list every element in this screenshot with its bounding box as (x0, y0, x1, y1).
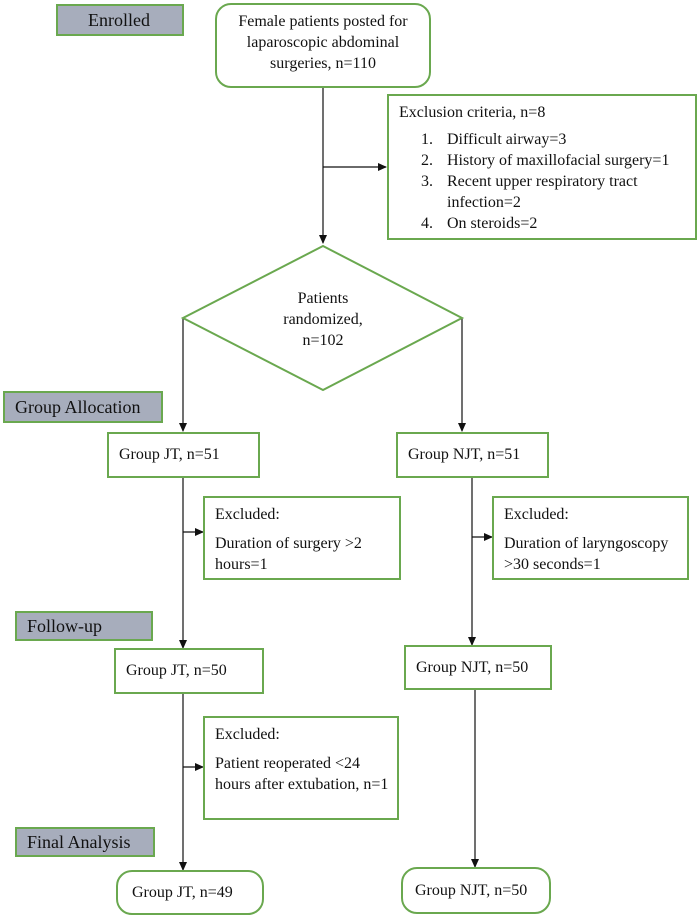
exclusion-item: 3. Recent upper respiratory tract infecti… (421, 171, 687, 213)
excluded-jt-1-title: Excluded: (215, 506, 280, 523)
stage-final-analysis: Final Analysis (15, 827, 155, 857)
exclusion-item-number: 3. (421, 173, 433, 190)
excluded-njt-1-title: Excluded: (504, 506, 569, 523)
randomized-label: Patients randomized, n=102 (263, 288, 383, 351)
group-jt-followup-box: Group JT, n=50 (114, 648, 264, 694)
excluded-jt-1-text: Duration of surgery >2 hours=1 (215, 535, 362, 573)
group-njt-allocation-box: Group NJT, n=51 (396, 432, 549, 478)
exclusion-item-number: 4. (421, 215, 433, 232)
exclusion-criteria-box: Exclusion criteria, n=8 1. Difficult airw… (387, 94, 697, 240)
group-njt-final-box: Group NJT, n=50 (401, 867, 551, 914)
stage-enrolled: Enrolled (56, 4, 184, 36)
randomized-line-3: n=102 (302, 332, 344, 349)
randomized-line-1: Patients (297, 290, 349, 307)
enrollment-line-3: surgeries, n=110 (270, 55, 376, 72)
enrollment-box: Female patients posted for laparoscopic … (215, 3, 431, 88)
exclusion-criteria-title: Exclusion criteria, n=8 (399, 104, 546, 121)
exclusion-criteria-list: 1. Difficult airway=3 2. History of maxill… (421, 129, 687, 234)
excluded-jt-box-2: Excluded: Patient reoperated <24 hours a… (203, 716, 399, 820)
enrollment-line-1: Female patients posted for (238, 13, 408, 30)
randomized-diamond (180, 244, 465, 392)
excluded-jt-2-title: Excluded: (215, 726, 280, 743)
exclusion-item: 1. Difficult airway=3 (421, 129, 687, 150)
group-jt-final-box: Group JT, n=49 (116, 870, 264, 915)
group-jt-allocation-box: Group JT, n=51 (107, 432, 260, 478)
exclusion-item-text: On steroids=2 (447, 215, 538, 232)
excluded-njt-box-1: Excluded: Duration of laryngoscopy >30 s… (492, 496, 689, 580)
exclusion-item-number: 1. (421, 131, 433, 148)
exclusion-item-number: 2. (421, 152, 433, 169)
exclusion-item-text: Recent upper respiratory tract infection… (447, 173, 638, 211)
excluded-njt-1-text: Duration of laryngoscopy >30 seconds=1 (504, 535, 669, 573)
stage-group-allocation: Group Allocation (3, 391, 163, 423)
exclusion-item-text: Difficult airway=3 (447, 131, 567, 148)
exclusion-item-text: History of maxillofacial surgery=1 (447, 152, 670, 169)
randomized-line-2: randomized, (283, 311, 363, 328)
group-njt-followup-box: Group NJT, n=50 (404, 645, 552, 690)
excluded-jt-2-text: Patient reoperated <24 hours after extub… (215, 755, 389, 793)
exclusion-item: 2. History of maxillofacial surgery=1 (421, 150, 687, 171)
excluded-jt-box-1: Excluded: Duration of surgery >2 hours=1 (203, 496, 401, 580)
enrollment-line-2: laparoscopic abdominal (246, 34, 400, 51)
exclusion-item: 4. On steroids=2 (421, 213, 687, 234)
stage-follow-up: Follow-up (15, 611, 153, 641)
